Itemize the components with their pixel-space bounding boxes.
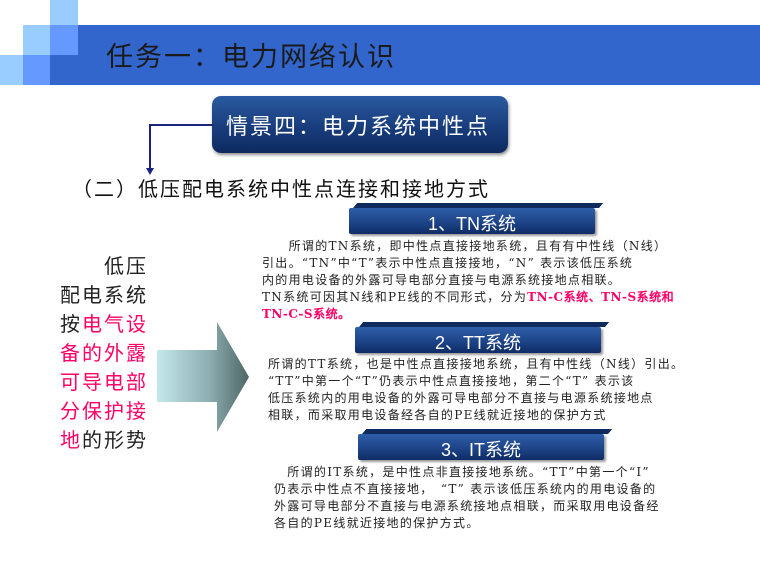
- text-line: TN系统可因其N线和PE线的不同形式，分为TN-C系统、TN-S系统和: [262, 289, 674, 306]
- decor-square: [50, 55, 78, 85]
- left-line: 可导电部: [48, 368, 148, 397]
- text-line: 引出。“TN”中“T”表示中性点直接接地，“N” 表示该低压系统: [262, 256, 634, 270]
- tn-system-title: 1、TN系统: [427, 214, 516, 234]
- highlight-text: 可导电部: [60, 370, 148, 394]
- text-line: 所谓的TN系统，即中性点直接接地系统，且有有中性线（N线）: [262, 239, 668, 253]
- highlight-text: 地: [60, 428, 82, 452]
- tt-description: 所谓的TT系统，也是中性点直接接地系统，且有中性线（N线）引出。 “TT”中第一…: [268, 356, 684, 424]
- scene-label: 情景四：电力系统中性点: [226, 115, 491, 140]
- text: 配电系统: [60, 283, 148, 307]
- title-bar: 任务一：电力网络认识: [78, 25, 760, 85]
- text-line: 各自的PE线就近接地的保护方式。: [274, 516, 480, 530]
- text: 低压: [104, 254, 148, 278]
- text-line: “TT”中第一个“T”仍表示中性点直接接地，第二个“T” 表示该: [268, 374, 635, 388]
- decor-square: [23, 55, 50, 85]
- arrow-right-icon: [157, 322, 249, 432]
- arrow-down-icon: [146, 168, 154, 175]
- connector-line: [149, 124, 213, 126]
- text-line: 低压系统内的用电设备的外露可导电部分不直接与电源系统接地点: [268, 391, 654, 405]
- text-line: 内的用电设备的外露可导电部分直接与电源系统接地点相联。: [262, 273, 622, 287]
- left-line: 地的形势: [48, 426, 148, 455]
- left-description: 低压 配电系统 按电气设 备的外露 可导电部 分保护接 地的形势: [48, 252, 148, 455]
- it-description: 所谓的IT系统，是中性点非直接接地系统。“TT”中第一个“I” 仍表示中性点不直…: [274, 464, 660, 532]
- section-heading: （二）低压配电系统中性点连接和接地方式: [72, 177, 490, 201]
- text-line: 相联，而采取用电设备经各自的PE线就近接地的保护方式: [268, 408, 607, 422]
- it-system-header: 3、IT系统: [358, 434, 604, 460]
- tt-system-header: 2、TT系统: [355, 327, 601, 353]
- text: TN系统可因其N线和PE线的不同形式，分为: [262, 290, 528, 304]
- text-line: 所谓的IT系统，是中性点非直接接地系统。“TT”中第一个“I”: [274, 465, 650, 479]
- highlight-text: TN-C系统、TN-S系统和: [527, 290, 675, 304]
- highlight-text: 电气设: [82, 312, 148, 336]
- text: 按: [60, 312, 82, 336]
- left-line: 低压: [48, 252, 148, 281]
- page-title: 任务一：电力网络认识: [106, 42, 396, 73]
- text: 的形势: [82, 428, 148, 452]
- text-line: 所谓的TT系统，也是中性点直接接地系统，且有中性线（N线）引出。: [268, 357, 685, 371]
- left-line: 分保护接: [48, 397, 148, 426]
- tt-system-title: 2、TT系统: [434, 333, 521, 353]
- left-line: 按电气设: [48, 310, 148, 339]
- tn-description: 所谓的TN系统，即中性点直接接地系统，且有有中性线（N线） 引出。“TN”中“T…: [262, 238, 674, 323]
- highlight-text: 备的外露: [60, 341, 148, 365]
- scene-box: 情景四：电力系统中性点: [212, 96, 508, 153]
- left-line: 备的外露: [48, 339, 148, 368]
- decor-square: [23, 25, 50, 55]
- highlight-text: 分保护接: [60, 399, 148, 423]
- highlight-text: TN-C-S系统。: [262, 307, 351, 321]
- decor-square: [50, 25, 78, 55]
- text-line: 仍表示中性点不直接接地， “T” 表示该低压系统内的用电设备的: [274, 482, 657, 496]
- left-line: 配电系统: [48, 281, 148, 310]
- decor-square: [0, 55, 23, 85]
- tn-system-header: 1、TN系统: [349, 208, 595, 234]
- text-line: 外露可导电部分不直接与电源系统接地点相联，而采取用电设备经: [274, 499, 660, 513]
- decor-square: [50, 0, 78, 25]
- it-system-title: 3、IT系统: [440, 440, 521, 460]
- connector-line: [149, 124, 151, 170]
